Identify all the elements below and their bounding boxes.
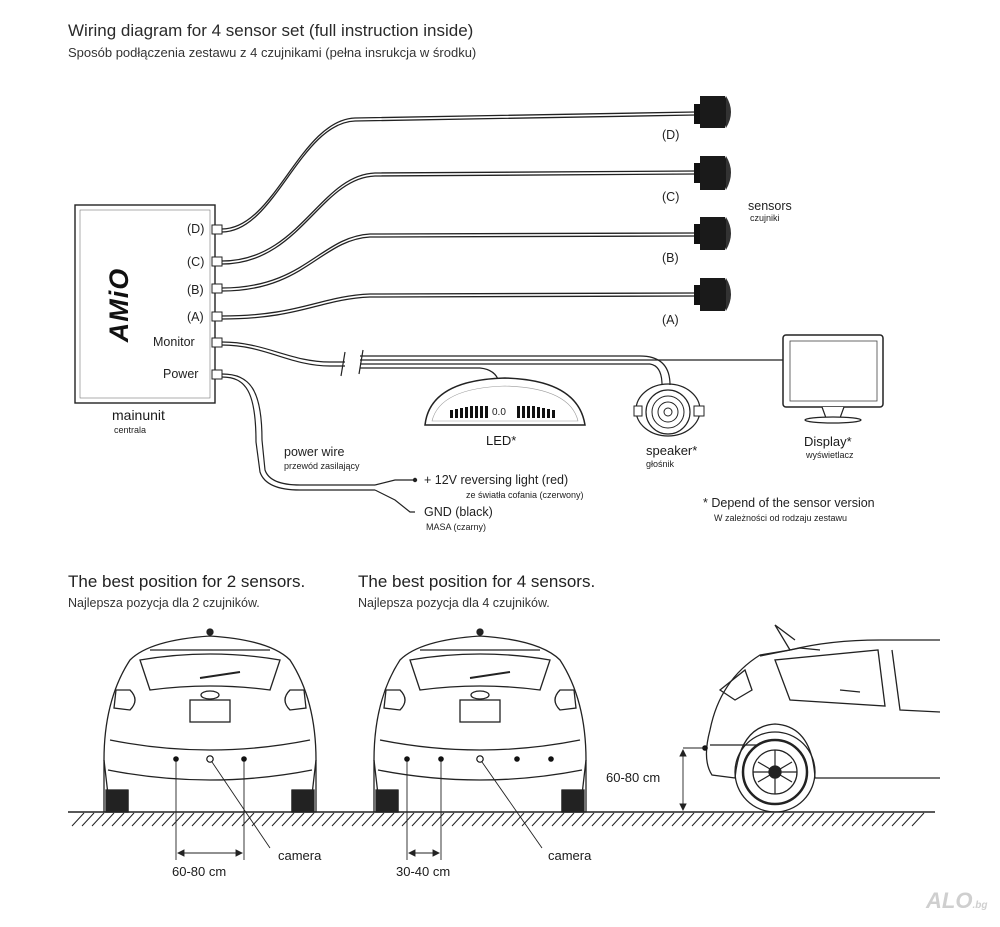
position-4-subtitle: Najlepsza pozycja dla 4 czujników. bbox=[358, 596, 550, 610]
amio-logo: AMiO bbox=[104, 267, 134, 343]
side-measurement bbox=[679, 747, 706, 812]
position-2-camera: camera bbox=[278, 848, 322, 863]
diagram-title: Wiring diagram for 4 sensor set (full in… bbox=[68, 21, 474, 40]
height-label: 60-80 cm bbox=[606, 770, 661, 785]
port-label-c: (C) bbox=[187, 255, 205, 269]
sensors-title-pl: czujniki bbox=[750, 213, 780, 223]
version-note-pl: W zależności od rodzaju zestawu bbox=[714, 513, 848, 523]
car2-measurement bbox=[406, 761, 543, 860]
port-label-d: (D) bbox=[187, 222, 205, 236]
port-connectors bbox=[211, 224, 223, 380]
port-label-a: (A) bbox=[187, 310, 204, 324]
sensor-cables bbox=[221, 111, 696, 320]
sensor-label-d: (D) bbox=[662, 128, 680, 142]
power-plus-label: + 12V reversing light (red) bbox=[424, 473, 569, 487]
sensor-a-icon bbox=[694, 278, 731, 311]
sensor-b-icon bbox=[694, 217, 731, 250]
sensor-label-c: (C) bbox=[662, 190, 680, 204]
position-2-distance: 60-80 cm bbox=[172, 864, 227, 879]
power-gnd-label-pl: MASA (czarny) bbox=[426, 522, 487, 532]
mainunit-label: mainunit bbox=[112, 407, 165, 423]
power-wire-title-pl: przewód zasilający bbox=[284, 461, 360, 471]
display-label-pl: wyświetlacz bbox=[806, 450, 854, 460]
car-rear-2-sensors bbox=[103, 628, 317, 813]
position-4-camera: camera bbox=[548, 848, 592, 863]
car1-sensor-dots bbox=[173, 755, 247, 763]
sensors-title: sensors bbox=[748, 199, 792, 213]
mainunit-label-pl: centrala bbox=[114, 425, 147, 435]
port-label-monitor: Monitor bbox=[153, 335, 195, 349]
ground-line bbox=[68, 811, 935, 827]
display-monitor-icon bbox=[782, 334, 884, 424]
speaker-label: speaker* bbox=[646, 443, 698, 458]
speaker-label-pl: głośnik bbox=[646, 459, 675, 469]
sensor-d-icon bbox=[694, 96, 731, 128]
car2-sensor-dots bbox=[404, 755, 554, 763]
led-display-icon bbox=[424, 377, 586, 426]
position-2-subtitle: Najlepsza pozycja dla 2 czujników. bbox=[68, 596, 260, 610]
sensor-label-b: (B) bbox=[662, 251, 679, 265]
power-plus-label-pl: ze światła cofania (czerwony) bbox=[466, 490, 584, 500]
speaker-icon bbox=[633, 383, 705, 437]
led-value: 0.0 bbox=[492, 407, 506, 418]
power-wire-title: power wire bbox=[284, 445, 345, 459]
position-2-title: The best position for 2 sensors. bbox=[68, 572, 306, 591]
version-note: * Depend of the sensor version bbox=[703, 496, 875, 510]
power-cables bbox=[221, 373, 418, 513]
position-4-distance: 30-40 cm bbox=[396, 864, 451, 879]
power-gnd-label: GND (black) bbox=[424, 505, 493, 519]
diagram-subtitle: Sposób podłączenia zestawu z 4 czujnikam… bbox=[68, 45, 477, 60]
sensor-c-icon bbox=[694, 156, 731, 190]
car-rear-4-sensors bbox=[373, 628, 587, 813]
site-watermark: ALO.bg bbox=[926, 888, 988, 913]
mainunit-box bbox=[74, 204, 216, 404]
sensor-label-a: (A) bbox=[662, 313, 679, 327]
display-label: Display* bbox=[804, 434, 852, 449]
led-label: LED* bbox=[486, 433, 517, 448]
port-label-power: Power bbox=[163, 367, 199, 381]
car1-measurement bbox=[175, 761, 271, 860]
port-label-b: (B) bbox=[187, 283, 204, 297]
car-side-view bbox=[705, 624, 941, 813]
position-4-title: The best position for 4 sensors. bbox=[358, 572, 596, 591]
